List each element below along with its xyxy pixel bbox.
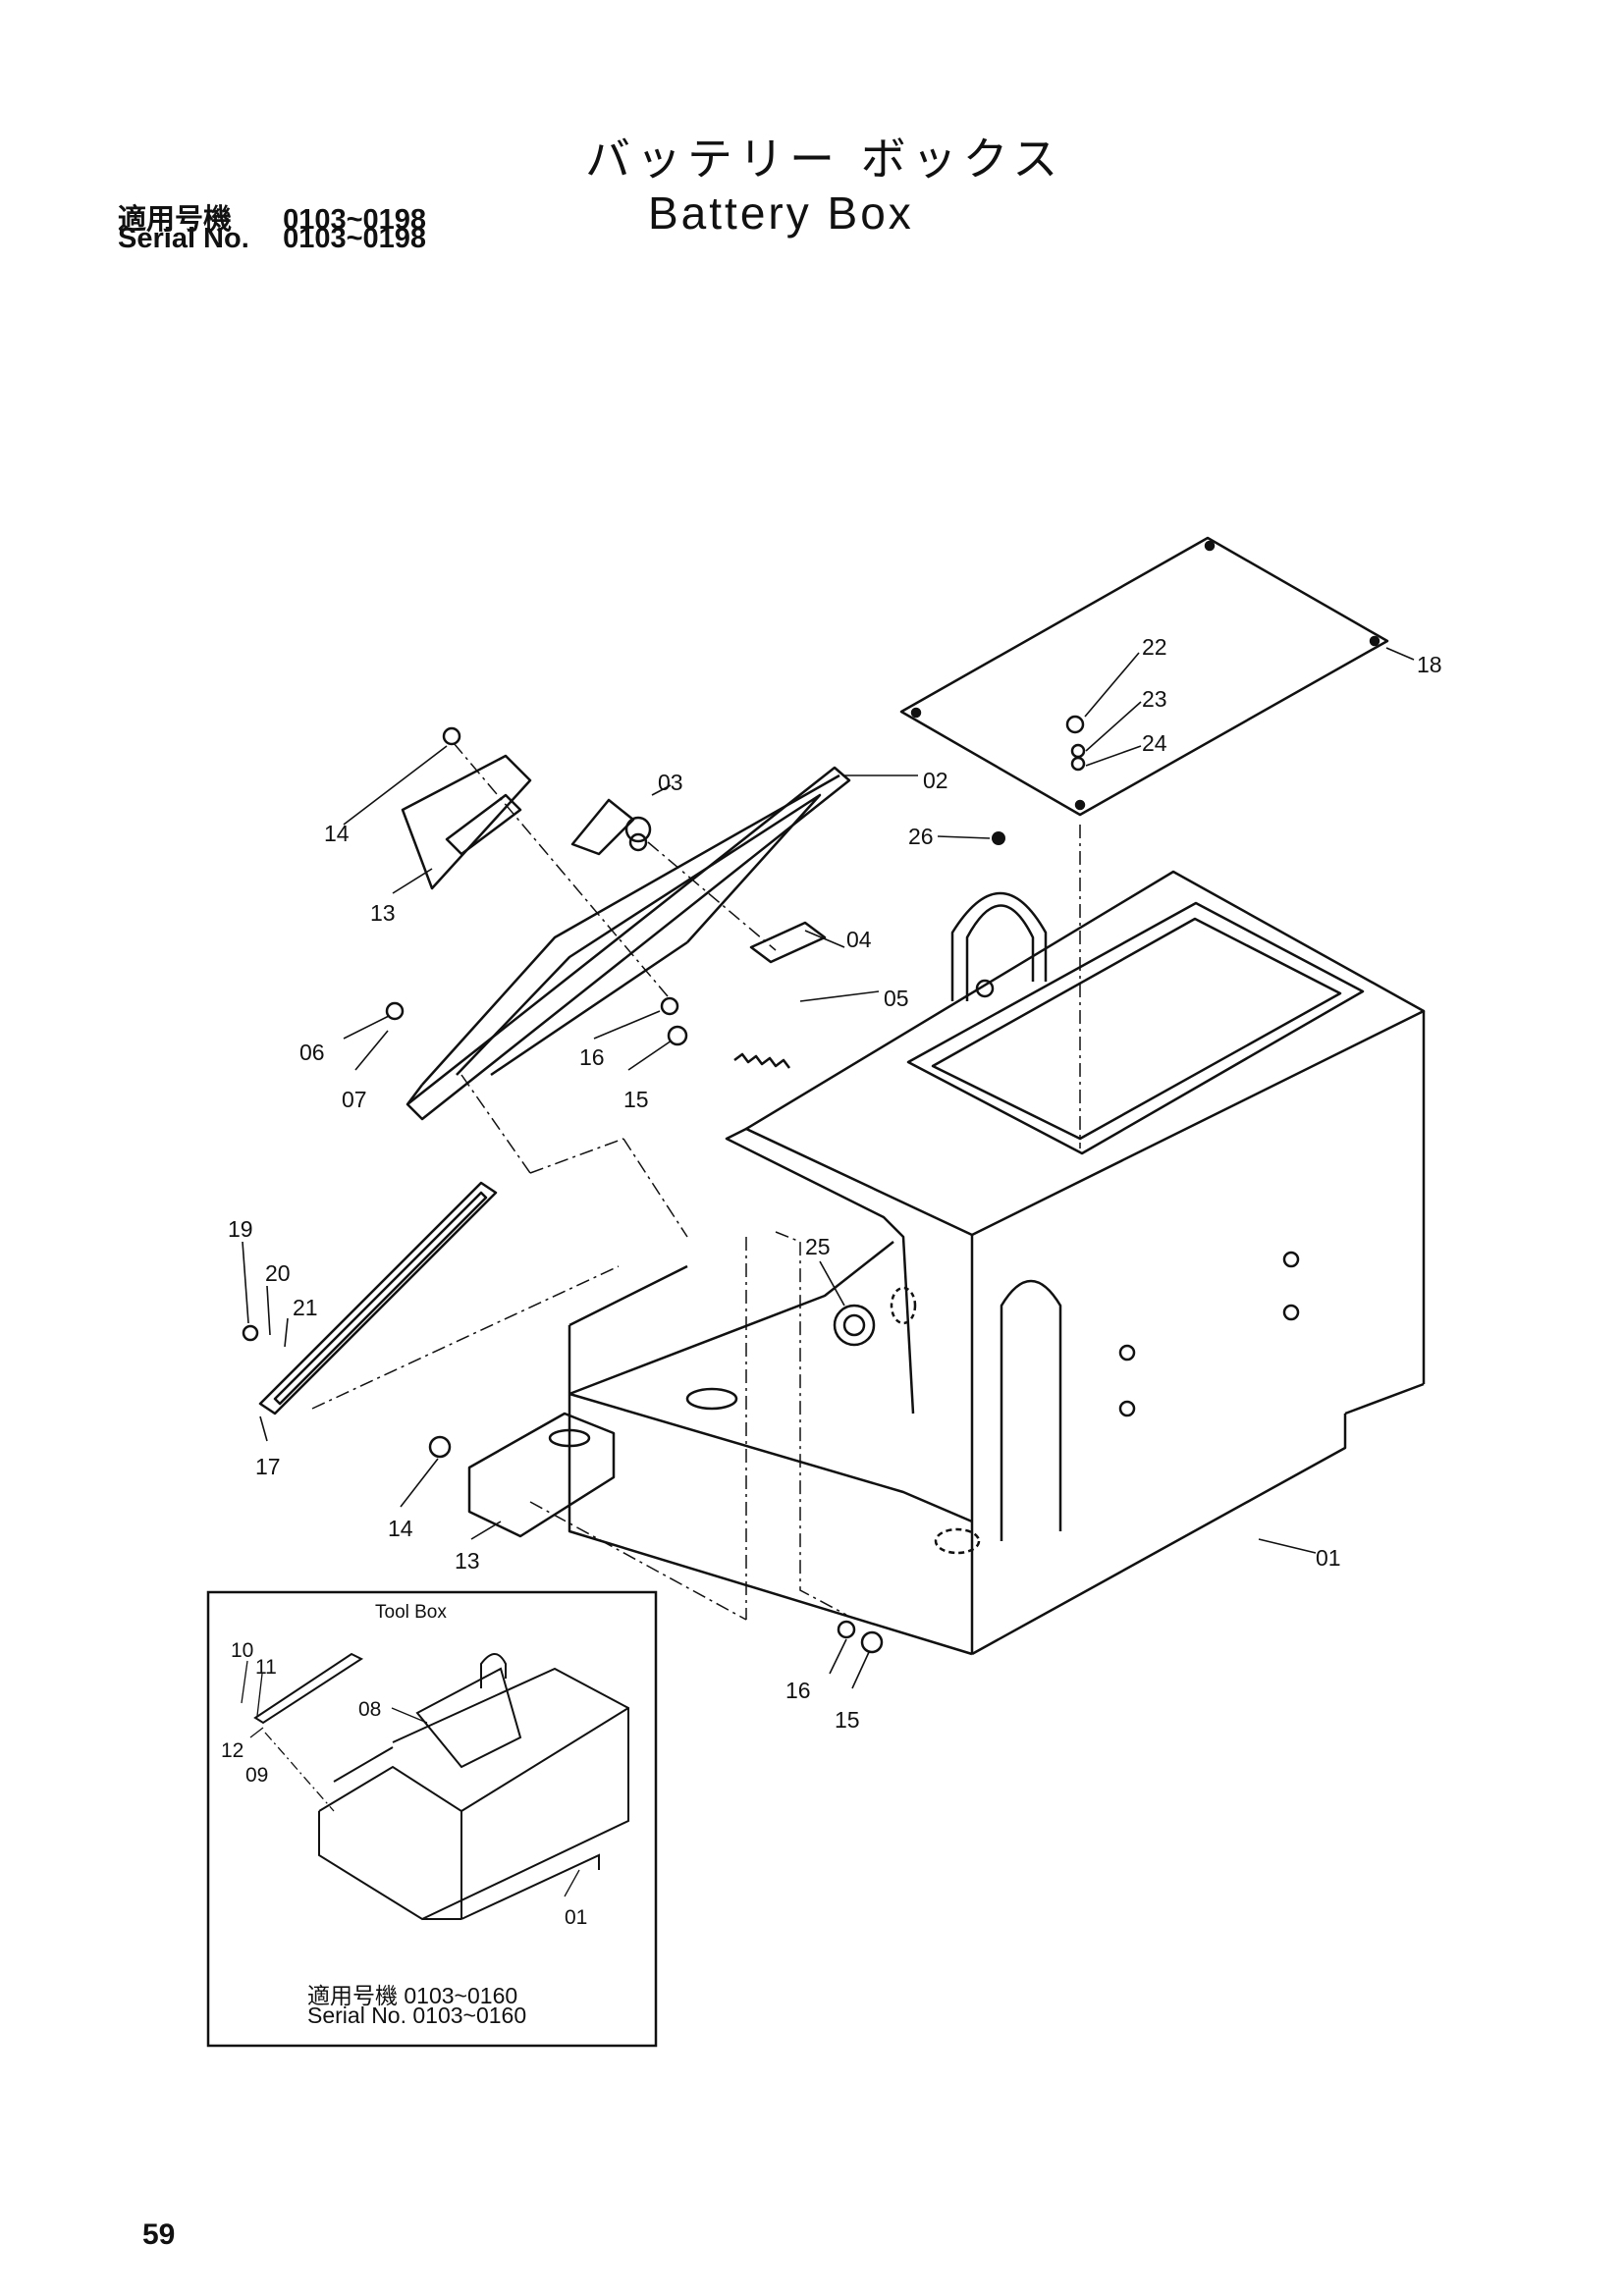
tool-box-title: Tool Box — [375, 1602, 447, 1623]
callout-16-top: 16 — [579, 1044, 605, 1070]
tool-box-inset: 10 11 08 12 09 01 — [206, 1590, 658, 2048]
callout-05: 05 — [884, 986, 909, 1011]
tool-box-serial-en: Serial No. 0103~0160 — [307, 2002, 527, 2028]
callout-18: 18 — [1417, 652, 1442, 677]
callout-15-top: 15 — [623, 1087, 649, 1112]
callout-01: 01 — [1316, 1545, 1341, 1571]
callout-19: 19 — [228, 1216, 253, 1242]
tool-box-serial-ja: 適用号機 0103~0160 — [307, 1983, 518, 2008]
title-english: Battery Box — [648, 187, 914, 239]
serial-ja-line: 適用号機 0103~0198 — [118, 196, 426, 238]
callout-14-top: 14 — [324, 821, 350, 846]
callout-24: 24 — [1142, 730, 1167, 756]
serial-en-line: Serial No. 0103~0198 — [118, 223, 426, 255]
grommet — [833, 1304, 876, 1347]
callout-26: 26 — [908, 824, 934, 849]
battery-box-body — [568, 870, 1426, 1656]
callout-21: 21 — [293, 1295, 318, 1320]
callout-04: 04 — [846, 927, 872, 952]
latch — [570, 798, 635, 856]
page-number: 59 — [142, 2218, 176, 2251]
callout-03: 03 — [658, 770, 683, 795]
serial-en-label: Serial No. — [118, 223, 249, 254]
serial-en-value: 0103~0198 — [283, 223, 427, 254]
callout-15-bottom: 15 — [835, 1707, 860, 1733]
serial-ja-value: 0103~0198 — [283, 204, 427, 236]
tool-box-callout-10: 10 — [231, 1639, 253, 1662]
tool-box-callout-12: 12 — [221, 1739, 243, 1762]
callout-06: 06 — [299, 1040, 325, 1065]
callout-23: 23 — [1142, 686, 1167, 712]
callout-25: 25 — [805, 1234, 831, 1259]
tool-box-callout-09: 09 — [245, 1764, 268, 1787]
tool-box-callout-11: 11 — [255, 1656, 277, 1679]
callout-07: 07 — [342, 1087, 367, 1112]
catch-plate — [749, 921, 827, 964]
bracket-bottom — [467, 1412, 616, 1538]
title-japanese: バッテリー ボックス — [585, 133, 1064, 186]
callout-17: 17 — [255, 1454, 281, 1479]
callout-16-bottom: 16 — [785, 1678, 811, 1703]
callout-02: 02 — [923, 768, 948, 793]
spring — [733, 1052, 790, 1069]
callout-14-bottom: 14 — [388, 1516, 413, 1541]
window-plate — [258, 1181, 498, 1415]
bracket-top — [401, 754, 532, 890]
callout-13-top: 13 — [370, 900, 396, 926]
callout-20: 20 — [265, 1260, 291, 1286]
tool-box-callout-01: 01 — [565, 1906, 587, 1929]
callout-22: 22 — [1142, 634, 1167, 660]
tool-box-callout-08: 08 — [358, 1698, 381, 1721]
serial-ja-label: 適用号機 — [118, 204, 233, 236]
callout-13-bottom: 13 — [455, 1548, 480, 1574]
cover-plate — [899, 536, 1389, 817]
